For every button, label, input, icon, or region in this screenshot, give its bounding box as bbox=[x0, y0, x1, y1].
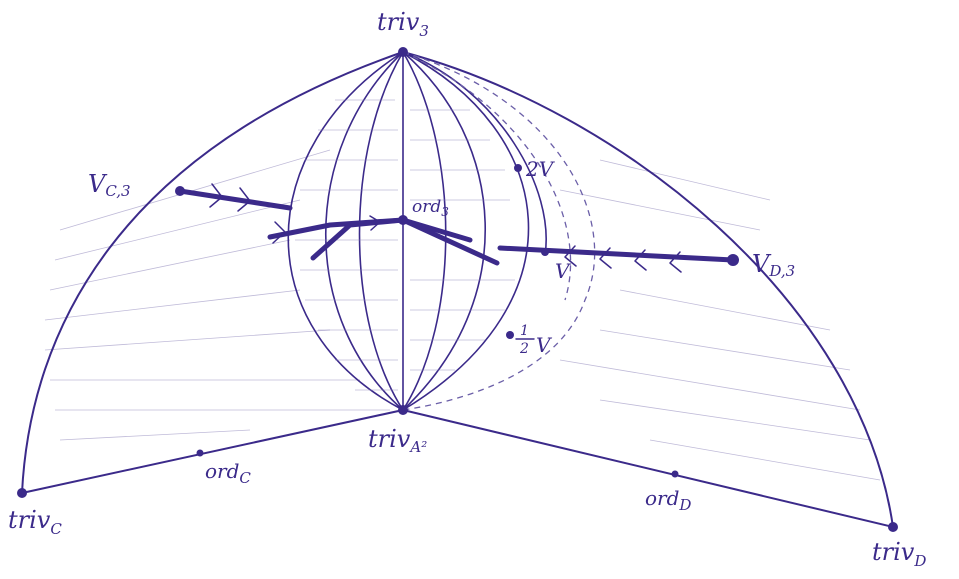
lens-hatching bbox=[295, 99, 515, 391]
vertex-triv-d bbox=[888, 522, 898, 532]
label-ord-top: ord3 bbox=[412, 197, 449, 219]
svg-text:1: 1 bbox=[520, 323, 529, 339]
thick-path-arrows bbox=[209, 183, 682, 273]
vertex-ord-d bbox=[671, 470, 679, 478]
label-triv-top: triv3 bbox=[377, 8, 429, 40]
label-ord-d: ordD bbox=[645, 486, 691, 514]
vertex-v-c3 bbox=[175, 186, 185, 196]
vertex-ord-c bbox=[196, 449, 204, 457]
vertex-half-v bbox=[506, 331, 514, 339]
label-v-c3: VC,3 bbox=[88, 170, 131, 200]
edge-trivtop-trivd bbox=[402, 51, 894, 528]
vertex-v-d3 bbox=[727, 254, 739, 266]
background-hatching bbox=[44, 149, 881, 481]
svg-text:2: 2 bbox=[519, 341, 529, 357]
svg-text:V: V bbox=[536, 333, 553, 357]
lens-dashed-back bbox=[402, 51, 596, 411]
outer-edges bbox=[21, 51, 894, 528]
label-half-v: 1 2 V bbox=[515, 323, 553, 357]
vertex-2v bbox=[514, 164, 522, 172]
vertex-ord-top bbox=[398, 215, 408, 225]
label-v-d3: VD,3 bbox=[752, 250, 795, 280]
label-triv-c: trivC bbox=[8, 506, 62, 538]
edge-trivc-triva2 bbox=[21, 409, 404, 494]
thick-path bbox=[177, 188, 736, 266]
vertex-triv-top bbox=[398, 47, 408, 57]
vertex-triv-c bbox=[17, 488, 27, 498]
vertex-triv-a2 bbox=[398, 405, 408, 415]
vertex-v bbox=[541, 248, 549, 256]
label-v: V bbox=[555, 259, 572, 283]
label-2v: 2V bbox=[525, 157, 556, 181]
edge-trivc-trivtop bbox=[21, 51, 404, 494]
label-ord-c: ordC bbox=[205, 459, 251, 487]
edge-triva2-trivd bbox=[402, 409, 894, 528]
vertices bbox=[17, 47, 898, 532]
label-triv-d: trivD bbox=[872, 538, 926, 570]
label-triv-a2: trivA² bbox=[368, 425, 427, 456]
lens-meridians bbox=[287, 51, 547, 411]
